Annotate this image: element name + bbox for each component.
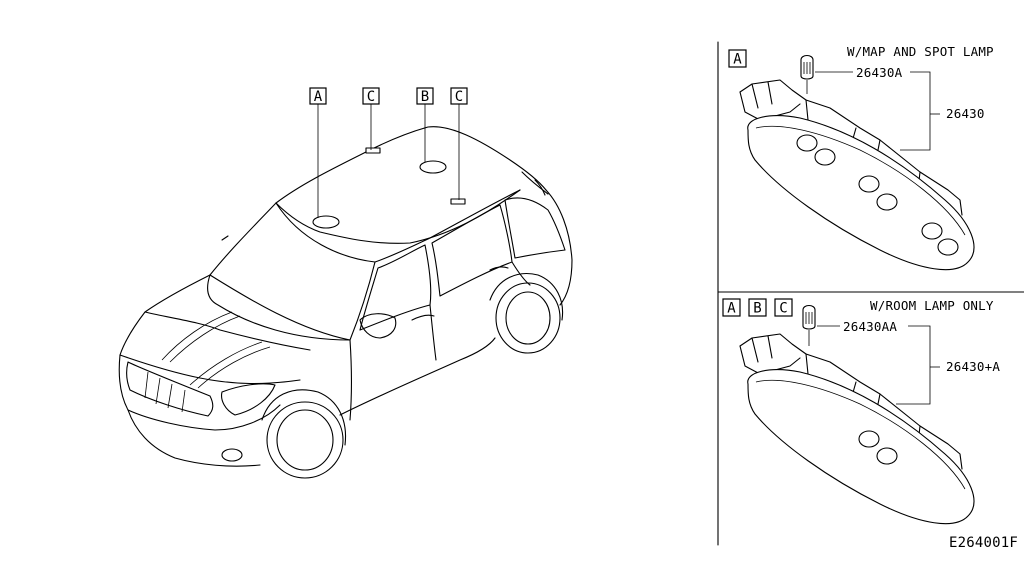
panel-room-tag-a: A [727,301,736,317]
bulb-part-number: 26430A [856,65,903,80]
panel-room-lamp: A B C W/ROOM LAMP ONLY 26430AA 26430+A [722,298,1000,525]
map-lamp-position-a [312,215,340,229]
room-lamp-assembly [739,333,975,525]
room-lamp-position-b [419,160,447,174]
bulb-26430aa [802,304,816,346]
panel-room-tag-c: C [779,301,787,317]
panel-a-title: W/MAP AND SPOT LAMP [847,44,994,59]
panel-a-tag: A [733,52,742,68]
callout-b: B [416,87,434,105]
panel-map-spot-lamp: A W/MAP AND SPOT LAMP 26430A 26430 [728,44,994,271]
svg-text:C: C [367,89,375,105]
svg-text:B: B [421,89,429,105]
diagram-code: E264001F [949,535,1018,551]
bulb-26430a [800,54,814,94]
callout-a: A [309,87,327,105]
callout-c-rear: C [450,87,468,105]
callout-c-front: C [362,87,380,105]
panel-room-tag-b: B [753,301,761,317]
panel-room-tag-a-box [722,298,741,317]
room-lamp-position-c-front [365,147,381,154]
panel-a-tag-box [728,49,747,68]
svg-text:A: A [314,89,323,105]
room-lamp-position-c-rear [450,198,466,205]
panel-room-tag-c-box [774,298,793,317]
room-bulb-part-number: 26430AA [843,319,897,334]
panel-room-tag-b-box [748,298,767,317]
map-spot-lamp-assembly [739,79,975,271]
vehicle-illustration [118,104,573,479]
lamp-part-number: 26430 [946,106,985,121]
room-lamp-part-number: 26430+A [946,359,1000,374]
panel-room-title: W/ROOM LAMP ONLY [870,298,994,313]
svg-text:C: C [455,89,463,105]
